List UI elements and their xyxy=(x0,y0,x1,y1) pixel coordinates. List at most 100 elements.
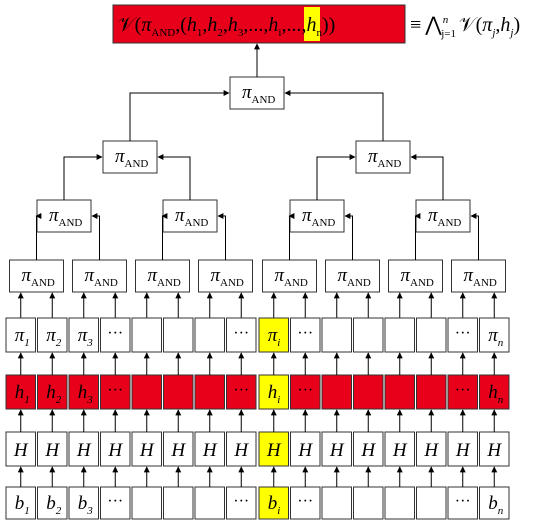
b-row-cell xyxy=(416,486,447,520)
svg-text:πAND: πAND xyxy=(115,146,148,170)
pi-row-cell: π3 xyxy=(68,317,99,353)
b-row-cell: b1 xyxy=(5,486,36,520)
svg-text:h2: h2 xyxy=(46,382,62,406)
pi-and-level3-box: πAND xyxy=(355,140,411,174)
pi-and-level1-box: πAND xyxy=(262,259,317,293)
h-row-cell xyxy=(384,374,415,410)
svg-text:···: ··· xyxy=(233,493,249,510)
h-row-cell xyxy=(163,374,194,410)
svg-text:···: ··· xyxy=(233,325,249,342)
H-row-cell: H xyxy=(100,431,131,467)
b-row-cell: ··· xyxy=(100,486,131,520)
svg-text:H: H xyxy=(202,440,218,461)
h-row-cell: hn xyxy=(479,374,510,410)
svg-text:···: ··· xyxy=(233,382,249,399)
svg-text:H: H xyxy=(329,440,345,461)
pi-and-root-box: πAND xyxy=(229,76,285,110)
svg-text:πAND: πAND xyxy=(368,146,401,170)
b-row-cell xyxy=(131,486,162,520)
b-row-cell: b2 xyxy=(37,486,68,520)
svg-text:···: ··· xyxy=(455,493,471,510)
svg-text:πAND: πAND xyxy=(242,82,275,106)
svg-text:πAND: πAND xyxy=(275,265,308,289)
svg-text:H: H xyxy=(360,440,376,461)
b-row-cell: bn xyxy=(479,486,510,520)
b-row-cell: ··· xyxy=(447,486,478,520)
h-row-cell xyxy=(321,374,352,410)
pi-and-level1-box: πAND xyxy=(135,259,190,293)
v-symbol: 𝒱 xyxy=(459,14,479,36)
svg-text:πn: πn xyxy=(488,325,504,349)
svg-text:πAND: πAND xyxy=(464,265,497,289)
svg-text:H: H xyxy=(76,440,92,461)
H-row-cell: H xyxy=(290,431,321,467)
b-row-cell xyxy=(194,486,225,520)
H-row-cell: H xyxy=(353,431,384,467)
b-row-cell xyxy=(384,486,415,520)
svg-text:b1: b1 xyxy=(15,493,30,517)
h-row-cell: h2 xyxy=(37,374,68,410)
svg-text:H: H xyxy=(139,440,155,461)
pi-and-level2-box: πAND xyxy=(36,199,92,233)
top-formula-hi-highlight xyxy=(304,7,320,41)
svg-text:πAND: πAND xyxy=(401,265,434,289)
svg-text:π2: π2 xyxy=(46,325,62,349)
h-row-cell xyxy=(194,374,225,410)
pi-row-cell: ··· xyxy=(100,317,131,353)
svg-text:b2: b2 xyxy=(46,493,62,517)
svg-text:···: ··· xyxy=(297,325,313,342)
svg-text:···: ··· xyxy=(297,382,313,399)
pi-row-cell xyxy=(194,317,225,353)
svg-text:H: H xyxy=(486,440,502,461)
svg-text:h1: h1 xyxy=(15,382,30,406)
svg-text:πAND: πAND xyxy=(85,265,118,289)
H-row-cell: H xyxy=(131,431,162,467)
svg-text:πAND: πAND xyxy=(148,265,181,289)
pi-row-cell: π1 xyxy=(5,317,36,353)
pi-row-cell: ··· xyxy=(226,317,257,353)
svg-text:πAND: πAND xyxy=(211,265,244,289)
b-row-cell xyxy=(163,486,194,520)
b-row-cell: ··· xyxy=(290,486,321,520)
svg-text:H: H xyxy=(44,440,60,461)
svg-text:···: ··· xyxy=(107,382,123,399)
h-row-cell: h1 xyxy=(5,374,36,410)
svg-text:H: H xyxy=(297,440,313,461)
svg-text:π1: π1 xyxy=(15,325,30,349)
svg-text:···: ··· xyxy=(107,493,123,510)
pi-and-level1-box: πAND xyxy=(72,259,127,293)
h-row-cell xyxy=(416,374,447,410)
pi-and-level2-box: πAND xyxy=(415,199,471,233)
H-row-cell: H xyxy=(226,431,257,467)
svg-text:πAND: πAND xyxy=(22,265,55,289)
svg-text:b3: b3 xyxy=(78,493,94,517)
svg-text:···: ··· xyxy=(455,382,471,399)
pi-and-level2-box: πAND xyxy=(289,199,345,233)
svg-text:H: H xyxy=(455,440,471,461)
H-row-cell: H xyxy=(384,431,415,467)
b-row-cell xyxy=(353,486,384,520)
svg-text:πAND: πAND xyxy=(428,205,461,229)
pi-row-cell xyxy=(384,317,415,353)
svg-text:H: H xyxy=(13,440,29,461)
wedge-symbol: ⋀ xyxy=(424,14,442,36)
pi-row-cell xyxy=(321,317,352,353)
pi-and-tree: πAND πAND πAND πAND πAND πAND πAND πAND πAND πAND… xyxy=(9,43,506,318)
h-row-cell: ··· xyxy=(100,374,131,410)
svg-text:H: H xyxy=(170,440,186,461)
b-row-cell: bi xyxy=(258,486,289,520)
H-row-cell: H xyxy=(258,431,289,467)
H-row-cell: H xyxy=(194,431,225,467)
b-row-cell xyxy=(321,486,352,520)
pi-row-cell: ··· xyxy=(447,317,478,353)
svg-text:···: ··· xyxy=(107,325,123,342)
top-formula-box xyxy=(112,4,406,44)
pi-and-level2-box: πAND xyxy=(162,199,218,233)
svg-text:H: H xyxy=(392,440,408,461)
svg-text:H: H xyxy=(233,440,249,461)
pi-and-level1-box: πAND xyxy=(451,259,506,293)
svg-text:bi: bi xyxy=(268,493,281,517)
svg-text:H: H xyxy=(423,440,439,461)
